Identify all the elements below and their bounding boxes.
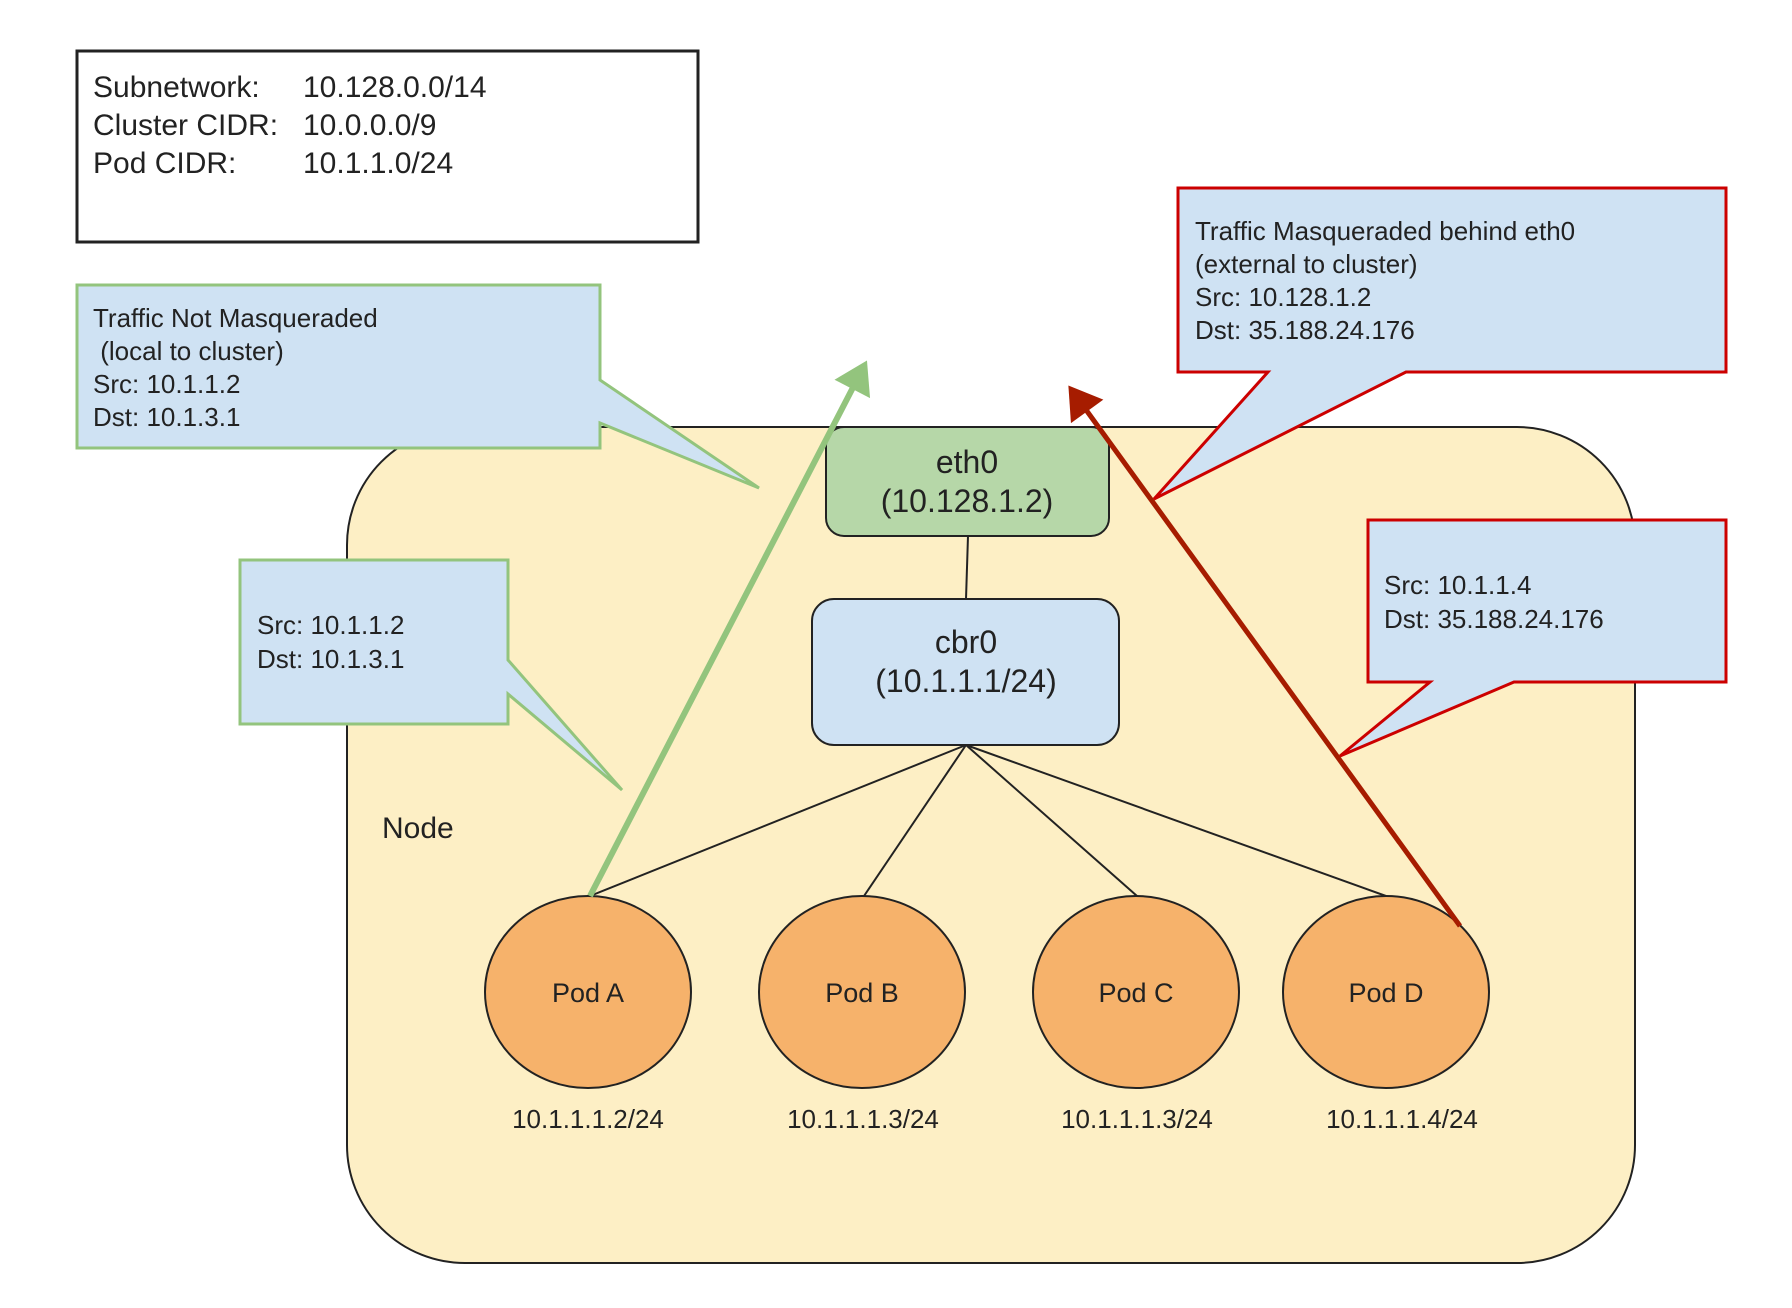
callout-masqueraded-line-4: Dst: 35.188.24.176 [1195,315,1415,345]
cbr0-name: cbr0 [935,624,997,660]
pod-d-label: Pod D [1348,978,1423,1008]
callout-pod-a-packet: Src: 10.1.1.2 Dst: 10.1.3.1 [238,558,624,792]
node-label: Node [382,812,454,845]
link-pod-c [965,744,1138,897]
eth0-cbr0-link [965,535,969,600]
link-pod-a [589,744,967,897]
subnetwork-value: 10.128.0.0/14 [303,71,487,104]
cbr0-bridge: cbr0 (10.1.1.1/24) [811,598,1120,746]
pod-d-ip: 10.1.1.1.4/24 [1326,1104,1478,1134]
callout-not-masqueraded-line-1: Traffic Not Masqueraded [93,303,378,333]
callout-pod-d-src: Src: 10.1.1.4 [1384,570,1531,600]
cluster-cidr-value: 10.0.0.0/9 [303,109,436,142]
callout-not-masqueraded-line-4: Dst: 10.1.3.1 [93,402,240,432]
pod-b-label: Pod B [825,978,899,1008]
callout-pod-a-dst: Dst: 10.1.3.1 [257,644,404,674]
callout-masqueraded-line-2: (external to cluster) [1195,249,1418,279]
pod-d: Pod D [1282,895,1490,1089]
pod-c-ip: 10.1.1.1.3/24 [1061,1104,1213,1134]
eth0-ip: (10.128.1.2) [881,483,1054,519]
pod-cidr-label: Pod CIDR: [93,147,236,180]
callout-not-masqueraded-line-3: Src: 10.1.1.2 [93,369,240,399]
callout-pod-d-dst: Dst: 35.188.24.176 [1384,604,1604,634]
cbr0-ip: (10.1.1.1/24) [875,663,1056,699]
pod-c: Pod C [1032,895,1240,1089]
pod-a-label: Pod A [552,978,624,1008]
pod-a: Pod A [484,895,692,1089]
link-pod-d [965,744,1387,897]
subnetwork-label: Subnetwork: [93,71,260,104]
red-traffic-arrow [1068,385,1463,928]
callout-masqueraded-line-1: Traffic Masqueraded behind eth0 [1195,216,1575,246]
pod-b: Pod B [758,895,966,1089]
callout-not-masqueraded-line-2: (local to cluster) [93,336,284,366]
pod-cidr-value: 10.1.1.0/24 [303,147,453,180]
pod-a-ip: 10.1.1.1.2/24 [512,1104,664,1134]
eth0-interface: eth0 (10.128.1.2) [825,426,1110,537]
pod-b-ip: 10.1.1.1.3/24 [787,1104,939,1134]
callout-masqueraded-line-3: Src: 10.128.1.2 [1195,282,1371,312]
cidr-info-box: Subnetwork: 10.128.0.0/14 Cluster CIDR: … [75,49,700,244]
eth0-name: eth0 [936,444,998,480]
pod-c-label: Pod C [1098,978,1173,1008]
callout-pod-d-packet: Src: 10.1.1.4 Dst: 35.188.24.176 [1339,518,1728,758]
bridge-links [589,744,1387,897]
link-pod-b [863,744,967,897]
cluster-cidr-label: Cluster CIDR: [93,109,278,142]
callout-not-masqueraded: Traffic Not Masqueraded (local to cluste… [75,283,760,490]
callout-pod-a-src: Src: 10.1.1.2 [257,610,404,640]
callout-masqueraded: Traffic Masqueraded behind eth0 (externa… [1152,186,1728,501]
green-traffic-arrow [587,360,871,898]
